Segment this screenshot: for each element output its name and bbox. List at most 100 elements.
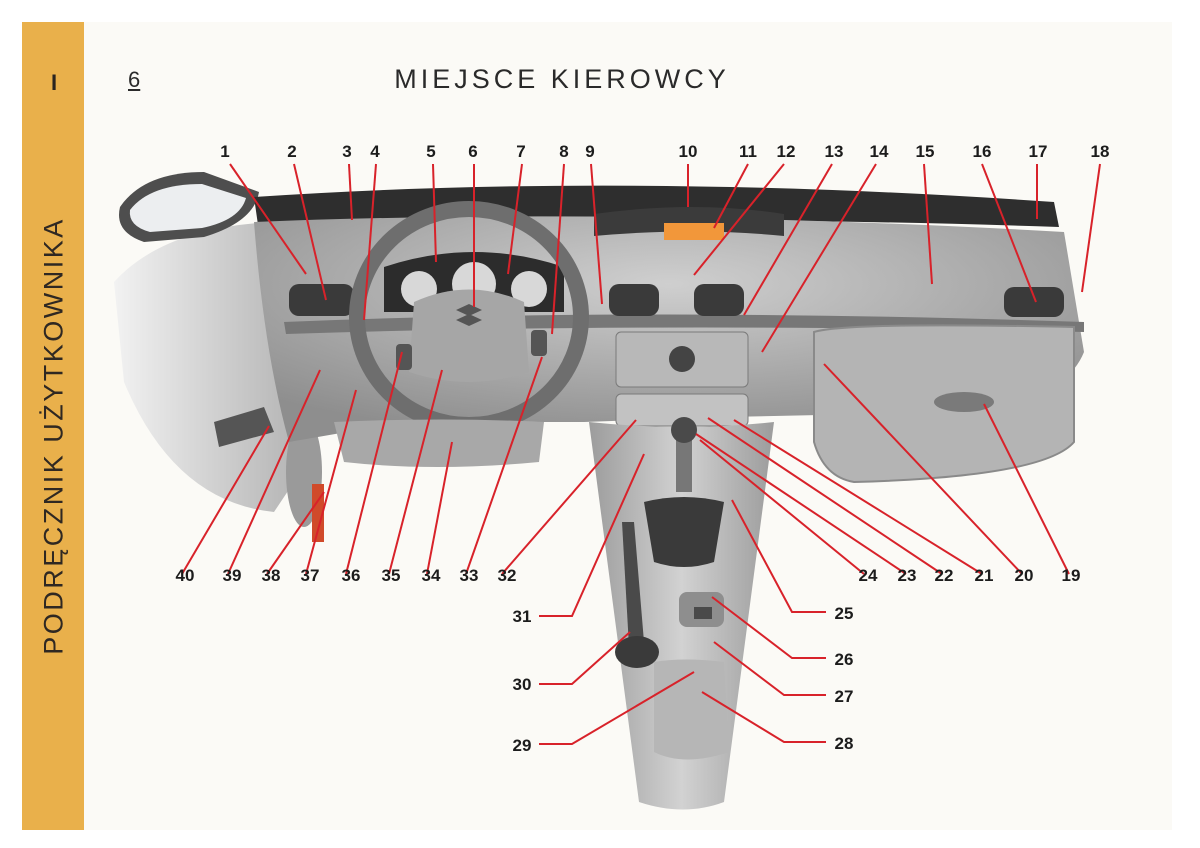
callout-11: 11: [739, 142, 757, 161]
callout-20: 20: [1014, 566, 1034, 585]
vent-center-right: [694, 284, 744, 316]
leader-15: [923, 163, 933, 285]
callout-2: 2: [287, 142, 297, 161]
callout-23: 23: [897, 566, 917, 585]
callout-13: 13: [824, 142, 844, 161]
steering-wheel-hub: [409, 289, 529, 382]
chapter-number: I: [50, 70, 58, 95]
callout-9: 9: [585, 142, 595, 161]
callout-17: 17: [1028, 142, 1048, 161]
chapter-side-tab: I PODRĘCZNIK UŻYTKOWNIKA: [22, 22, 84, 830]
leader-12: [693, 163, 785, 276]
leader-31: [539, 453, 645, 617]
leader-9: [590, 163, 603, 305]
page-number: 6: [128, 67, 141, 92]
leader-29: [539, 671, 695, 745]
callout-34: 34: [421, 566, 441, 585]
leader-27: [713, 641, 826, 696]
multifunction-display: [664, 223, 724, 240]
chapter-title: PODRĘCZNIK UŻYTKOWNIKA: [38, 217, 69, 655]
leader-34: [426, 441, 453, 575]
callout-16: 16: [972, 142, 992, 161]
leader-25: [731, 499, 826, 613]
callout-14: 14: [869, 142, 889, 161]
callout-4: 4: [370, 142, 380, 161]
callout-19: 19: [1061, 566, 1081, 585]
vent-right-outer: [1004, 287, 1064, 317]
display-housing: [594, 207, 784, 236]
handbrake-lever: [622, 522, 644, 647]
leader-32: [501, 419, 637, 575]
leader-11: [713, 163, 749, 229]
callout-5: 5: [426, 142, 436, 161]
callout-24: 24: [858, 566, 878, 585]
leader-14: [761, 163, 877, 353]
callout-27: 27: [834, 687, 854, 706]
stalk-right: [531, 330, 547, 356]
glove-box-handle: [934, 392, 994, 412]
callout-35: 35: [381, 566, 401, 585]
callout-10: 10: [678, 142, 698, 161]
leader-36: [345, 351, 403, 575]
gauge-3: [511, 271, 547, 307]
leader-4: [363, 163, 377, 321]
callout-21: 21: [974, 566, 994, 585]
window-switch: [214, 407, 274, 447]
callout-39: 39: [222, 566, 242, 585]
leader-19: [983, 403, 1070, 575]
brand-logo: [456, 304, 482, 326]
callout-32: 32: [497, 566, 517, 585]
vent-left-outer: [289, 284, 354, 316]
leader-37: [305, 389, 357, 575]
mirror-glass: [129, 184, 246, 232]
radio-knob: [669, 346, 695, 372]
callout-12: 12: [776, 142, 796, 161]
leader-18: [1081, 163, 1101, 293]
leader-16: [981, 163, 1037, 303]
handbrake-boot: [615, 636, 659, 668]
leader-28: [701, 691, 826, 743]
door-panel: [114, 222, 294, 512]
callout-38: 38: [261, 566, 281, 585]
leader-20: [823, 363, 1023, 575]
gear-boot: [644, 497, 724, 567]
dashboard-drawing: [114, 172, 1084, 810]
callout-15: 15: [915, 142, 935, 161]
callout-31: 31: [512, 607, 532, 626]
leader-39: [227, 369, 321, 575]
gear-shaft: [676, 432, 692, 492]
callout-18: 18: [1090, 142, 1110, 161]
callout-7: 7: [516, 142, 526, 161]
leader-23: [695, 433, 907, 575]
leader-35: [388, 369, 443, 575]
callout-8: 8: [559, 142, 569, 161]
dashboard-illustration: 1 2 3 4 5 6 7 8 9 10 11 12 13 14 15 16 1…: [84, 22, 1172, 830]
rear-switch: [694, 607, 712, 619]
leader-5: [432, 163, 437, 263]
callout-22: 22: [934, 566, 954, 585]
leader-33: [465, 356, 543, 575]
callout-40: 40: [175, 566, 195, 585]
leader-40: [181, 425, 270, 575]
leader-22: [707, 417, 943, 575]
gear-knob: [671, 417, 697, 443]
callout-3: 3: [342, 142, 352, 161]
lower-dash-panel: [334, 419, 544, 467]
callout-1: 1: [220, 142, 230, 161]
callout-36: 36: [341, 566, 361, 585]
leader-24: [699, 439, 865, 575]
leader-21: [733, 419, 983, 575]
leader-30: [539, 631, 631, 685]
page-title: MIEJSCE KIEROWCY: [394, 64, 730, 94]
callout-29: 29: [512, 736, 532, 755]
callout-33: 33: [459, 566, 479, 585]
leader-26: [711, 596, 826, 659]
vent-center-left: [609, 284, 659, 316]
callout-30: 30: [512, 675, 532, 694]
callout-6: 6: [468, 142, 478, 161]
callout-26: 26: [834, 650, 854, 669]
leader-7: [507, 163, 523, 275]
callout-37: 37: [300, 566, 320, 585]
manual-page: I PODRĘCZNIK UŻYTKOWNIKA 6 MIEJSCE KIERO…: [22, 22, 1172, 830]
leader-3: [348, 163, 353, 221]
